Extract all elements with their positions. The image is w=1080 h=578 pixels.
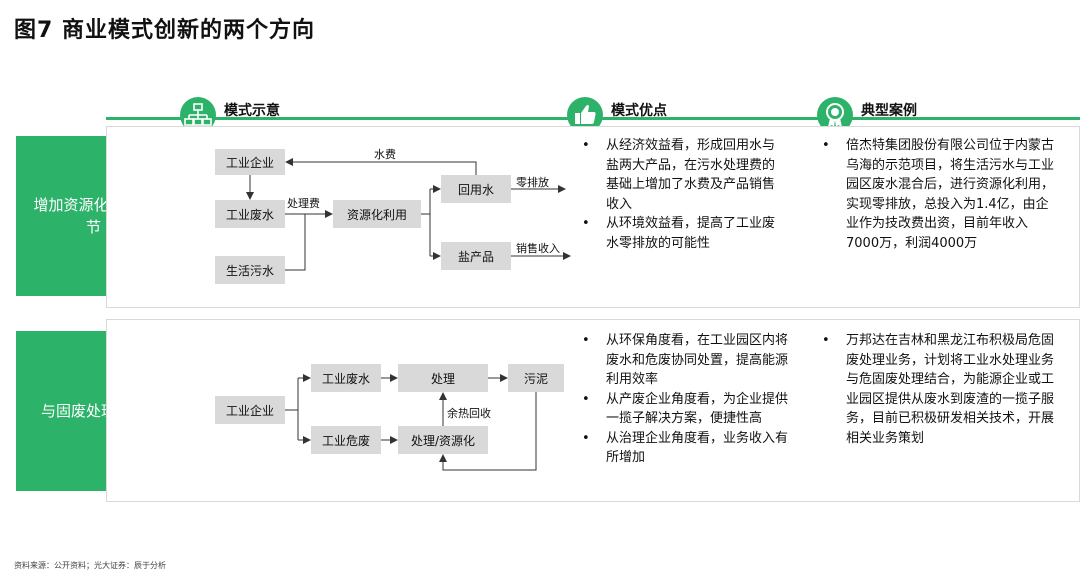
node-hazardous-waste: 工业危废 [311,426,381,454]
arrow-domestic-to-resource [285,214,306,271]
advantage-item: 从环境效益看，提高了工业废水零排放的可能性 [580,214,780,253]
figure-title: 图7 商业模式创新的两个方向 [14,18,315,43]
node-wastewater: 工业废水 [215,200,285,228]
node-reuse-water: 回用水 [441,175,511,203]
node-sludge: 污泥 [508,364,564,392]
node-treatment: 处理 [398,364,488,392]
node-treatment-resource: 处理/资源化 [398,426,488,454]
header-model: 模式示意 [224,103,280,119]
header-case: 典型案例 [861,103,917,119]
advantages-list-2: 从环保角度看，在工业园区内将废水和危废协同处置，提高能源利用效率 从产废企业角度… [580,331,790,468]
edge-label-sales-income: 销售收入 [516,242,560,255]
arrow-resource-branch [421,189,431,256]
edge-label-zero-discharge: 零排放 [516,176,549,189]
node-salt-product: 盐产品 [441,242,511,270]
node-industry: 工业企业 [215,149,285,175]
case-list-1: 倍杰特集团股份有限公司位于内蒙古乌海的示范项目，将生活污水与工业园区废水混合后，… [820,136,1060,253]
advantage-item: 从治理企业角度看，业务收入有所增加 [580,429,790,468]
advantages-list-1: 从经济效益看，形成回用水与盐两大产品，在污水处理费的基础上增加了水费及产品销售收… [580,136,780,253]
edge-label-treatment-fee: 处理费 [287,197,320,210]
case-item: 倍杰特集团股份有限公司位于内蒙古乌海的示范项目，将生活污水与工业园区废水混合后，… [820,136,1060,253]
case-item: 万邦达在吉林和黑龙江布积极局危固废处理业务，计划将工业水处理业务与危固废处理结合… [820,331,1060,448]
arrow-water-fee [285,158,477,175]
header-advantage: 模式优点 [611,103,667,119]
edge-label-water-fee: 水费 [374,148,396,161]
case-list-2: 万邦达在吉林和黑龙江布积极局危固废处理业务，计划将工业水处理业务与危固废处理结合… [820,331,1060,448]
node-wastewater: 工业废水 [311,364,381,392]
advantage-item: 从产废企业角度看，为企业提供一揽子解决方案，便捷性高 [580,390,790,429]
arrow-industry-split [285,378,299,440]
node-resource-utilization: 资源化利用 [333,200,421,228]
arrow-sludge-loop [439,392,537,471]
node-domestic-sewage: 生活污水 [215,256,285,284]
node-industry: 工业企业 [215,396,285,424]
advantage-item: 从环保角度看，在工业园区内将废水和危废协同处置，提高能源利用效率 [580,331,790,390]
source-note: 资料来源：公开资料；光大证券：辰于分析 [14,561,166,570]
edge-label-waste-heat: 余热回收 [447,407,491,420]
advantage-item: 从经济效益看，形成回用水与盐两大产品，在污水处理费的基础上增加了水费及产品销售收… [580,136,780,214]
